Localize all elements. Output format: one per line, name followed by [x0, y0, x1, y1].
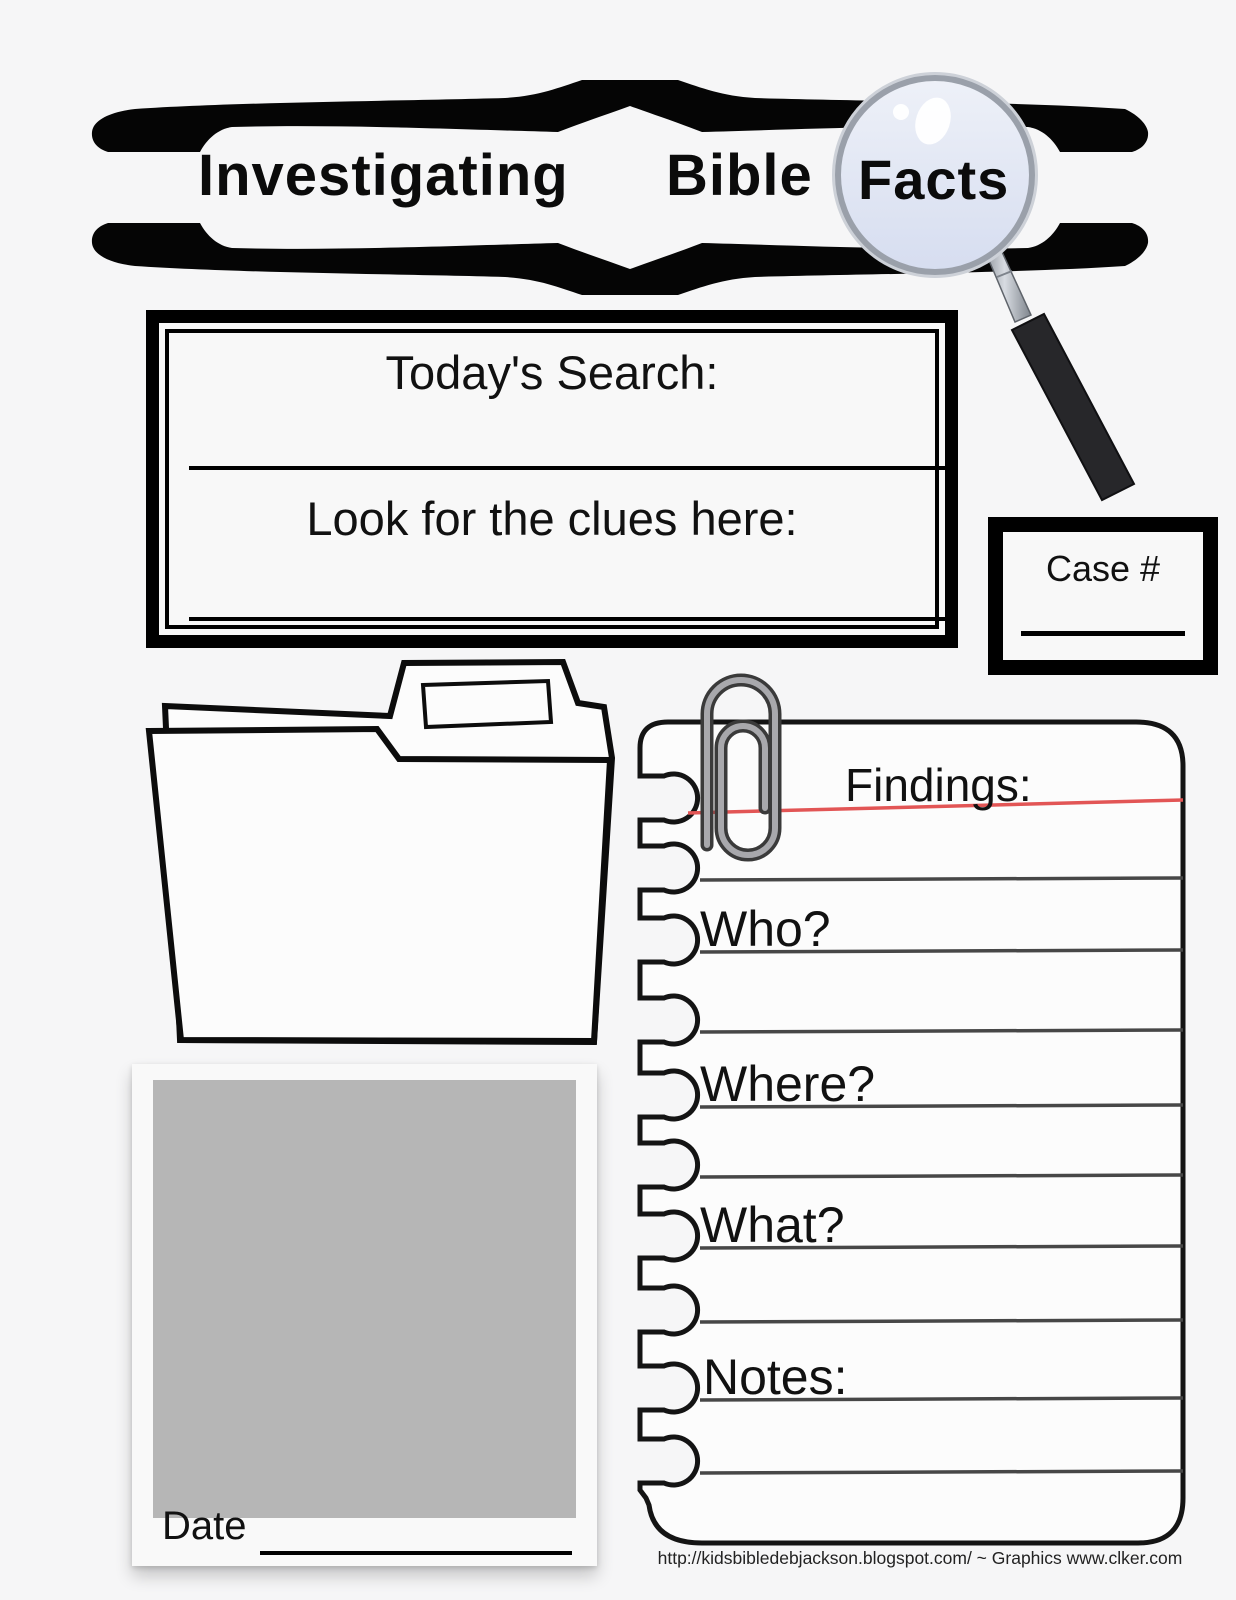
photo-placeholder [153, 1080, 576, 1518]
findings-heading: Findings: [845, 759, 1032, 811]
lens-highlight [915, 97, 951, 145]
ruled-line [699, 1244, 1184, 1250]
magnifier-lens [835, 75, 1035, 275]
magnifier-handle [1010, 312, 1136, 502]
where-label: Where? [700, 1056, 876, 1112]
polaroid-frame: Date [132, 1064, 597, 1566]
title-word-investigating: Investigating [198, 143, 569, 208]
todays-search-box: Today's Search: Look for the clues here: [146, 310, 958, 648]
clues-heading: Look for the clues here: [306, 492, 798, 545]
magnifying-glass-icon [832, 72, 1136, 502]
clues-answer-line [189, 617, 956, 621]
date-label: Date [162, 1504, 247, 1548]
magnifier-lens-halo [832, 72, 1038, 278]
folder-tab-label [420, 678, 554, 730]
ruled-line [699, 1103, 1184, 1109]
todays-search-inner-border [165, 329, 939, 629]
title-word-facts: Facts [858, 148, 1010, 211]
ruled-line [699, 876, 1184, 882]
what-label: What? [700, 1197, 845, 1253]
ruled-line [699, 1469, 1184, 1475]
ruled-line [699, 1028, 1184, 1034]
ruled-line [699, 948, 1184, 954]
footer-credit: http://kidsbibledebjackson.blogspot.com/… [657, 1548, 1183, 1568]
notebook-ruled-lines [699, 876, 1184, 1475]
notebook-page-outline [637, 719, 1186, 1546]
notes-label: Notes: [703, 1349, 848, 1405]
todays-search-heading: Today's Search: [385, 346, 719, 399]
title-word-bible: Bible [666, 143, 813, 208]
folder-front-flap [145, 725, 614, 1045]
folder-graphic [145, 658, 616, 1046]
notebook-page-graphic [637, 719, 1186, 1546]
ruled-line [699, 1318, 1184, 1324]
paperclip-icon [700, 673, 782, 862]
lens-highlight-small [893, 104, 909, 120]
ruled-line [699, 1396, 1184, 1402]
case-number-line [1021, 631, 1185, 636]
search-answer-line [189, 466, 956, 470]
case-number-label: Case # [1045, 548, 1161, 589]
who-label: Who? [700, 901, 831, 957]
ruled-line [699, 1173, 1184, 1179]
date-answer-line [260, 1551, 572, 1555]
case-number-box: Case # [988, 517, 1218, 675]
